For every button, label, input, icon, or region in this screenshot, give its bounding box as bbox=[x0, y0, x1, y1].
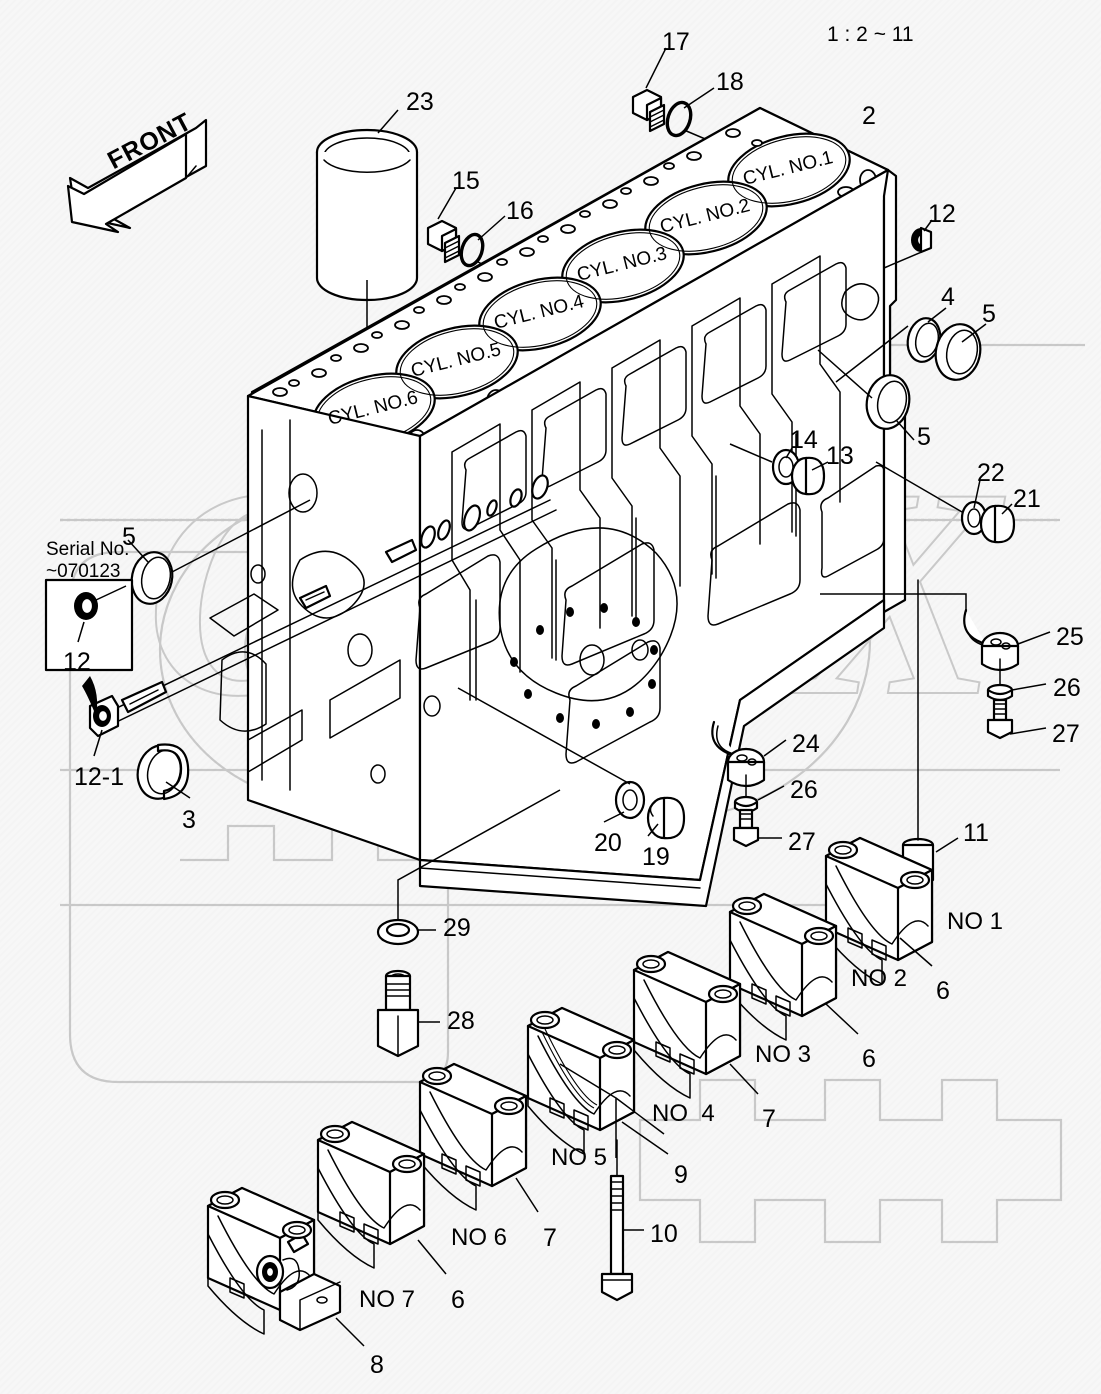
callout-26: 26 bbox=[790, 776, 818, 804]
callout-19: 19 bbox=[642, 843, 670, 871]
callout-20: 20 bbox=[594, 829, 622, 857]
bolt-27-right bbox=[986, 698, 1014, 740]
serial-no-value: ~070123 bbox=[46, 561, 121, 582]
callout-4: 4 bbox=[941, 283, 955, 311]
cap-label-no2: NO 2 bbox=[851, 965, 908, 992]
callout-6: 6 bbox=[451, 1286, 465, 1314]
callout-18: 18 bbox=[716, 68, 744, 96]
nipple-28 bbox=[376, 969, 420, 1058]
callout-9: 9 bbox=[674, 1161, 688, 1189]
bearing-cap-no3 bbox=[632, 950, 742, 1099]
callout-12: 12 bbox=[63, 648, 91, 676]
bearing-cap-no1 bbox=[824, 836, 934, 985]
bolt-27-center bbox=[732, 808, 760, 848]
callout-2: 2 bbox=[862, 102, 876, 130]
callout-21: 21 bbox=[1013, 485, 1041, 513]
cap-label-no3: NO 3 bbox=[755, 1041, 812, 1068]
callout-12: 12 bbox=[928, 200, 956, 228]
callout-28: 28 bbox=[447, 1007, 475, 1035]
cylinder-liner-23 bbox=[315, 128, 419, 302]
callout-26: 26 bbox=[1053, 674, 1081, 702]
cap-label-no6: NO 6 bbox=[451, 1224, 508, 1251]
callout-13: 13 bbox=[826, 442, 854, 470]
callout-14: 14 bbox=[790, 426, 818, 454]
callout-12-1: 12-1 bbox=[74, 763, 125, 791]
bearing-cap-no2 bbox=[728, 892, 838, 1041]
cap-label-no7: NO 7 bbox=[359, 1286, 416, 1313]
callout-27: 27 bbox=[1052, 720, 1080, 748]
cap-label-no4: NO 4 bbox=[652, 1100, 715, 1127]
callout-8: 8 bbox=[370, 1351, 384, 1379]
crankcase-webs bbox=[451, 255, 841, 701]
callout-7: 7 bbox=[543, 1224, 557, 1252]
bearing-cap-no5 bbox=[418, 1062, 528, 1211]
callout-3: 3 bbox=[182, 806, 196, 834]
plug-13 bbox=[790, 456, 826, 496]
seal-ring-4 bbox=[906, 317, 942, 363]
oil-jet-25 bbox=[963, 608, 1020, 672]
main-bearing-bolt-10 bbox=[600, 1174, 634, 1302]
callout-7: 7 bbox=[762, 1105, 776, 1133]
callout-29: 29 bbox=[443, 914, 471, 942]
callout-5: 5 bbox=[982, 300, 996, 328]
front-arrow-shape bbox=[66, 118, 208, 234]
plug-bolt-17 bbox=[631, 88, 666, 133]
callout-5: 5 bbox=[122, 523, 136, 551]
cap-label-no5: NO 5 bbox=[551, 1144, 608, 1171]
bearing-cap-no4 bbox=[526, 1006, 636, 1155]
callout-25: 25 bbox=[1056, 623, 1084, 651]
camshaft-bore-assembly bbox=[88, 474, 557, 738]
seal-ring-5-left bbox=[130, 551, 174, 605]
seal-ring-5-right-low bbox=[865, 374, 911, 430]
callout-10: 10 bbox=[650, 1220, 678, 1248]
callout-15: 15 bbox=[452, 167, 480, 195]
cap-label-no1: NO 1 bbox=[947, 908, 1004, 935]
bearing-cap-no6 bbox=[316, 1120, 426, 1269]
callout-16: 16 bbox=[506, 197, 534, 225]
washer-26-right bbox=[986, 683, 1014, 702]
callout-17: 17 bbox=[662, 28, 690, 56]
callout-5: 5 bbox=[917, 423, 931, 451]
serial-no-label: Serial No. bbox=[46, 539, 130, 560]
scale-note: 1 : 2 ~ 11 bbox=[827, 23, 914, 46]
plug-bolt-15 bbox=[426, 219, 461, 264]
camshaft-bushing-3 bbox=[136, 743, 190, 801]
callout-23: 23 bbox=[406, 88, 434, 116]
washer-20 bbox=[614, 780, 646, 820]
block-left-face-detail bbox=[209, 419, 441, 791]
plug-12-top bbox=[911, 226, 933, 254]
serial-inset-box bbox=[44, 578, 134, 716]
callout-6: 6 bbox=[862, 1045, 876, 1073]
oring-18 bbox=[665, 100, 693, 138]
washer-29 bbox=[376, 918, 420, 946]
callout-22: 22 bbox=[977, 459, 1005, 487]
flywheel-bolt-circle bbox=[498, 527, 678, 729]
oring-16 bbox=[459, 232, 485, 268]
callout-27: 27 bbox=[788, 828, 816, 856]
callout-24: 24 bbox=[792, 730, 820, 758]
callout-6: 6 bbox=[936, 977, 950, 1005]
seal-ring-5-right-top bbox=[934, 323, 982, 381]
block-bottom-rail bbox=[418, 598, 886, 908]
plug-19 bbox=[646, 796, 686, 840]
bearing-cap-no7 bbox=[206, 1186, 342, 1335]
plug-21 bbox=[979, 504, 1016, 544]
oil-jet-24 bbox=[711, 720, 766, 788]
callout-11: 11 bbox=[963, 819, 989, 847]
